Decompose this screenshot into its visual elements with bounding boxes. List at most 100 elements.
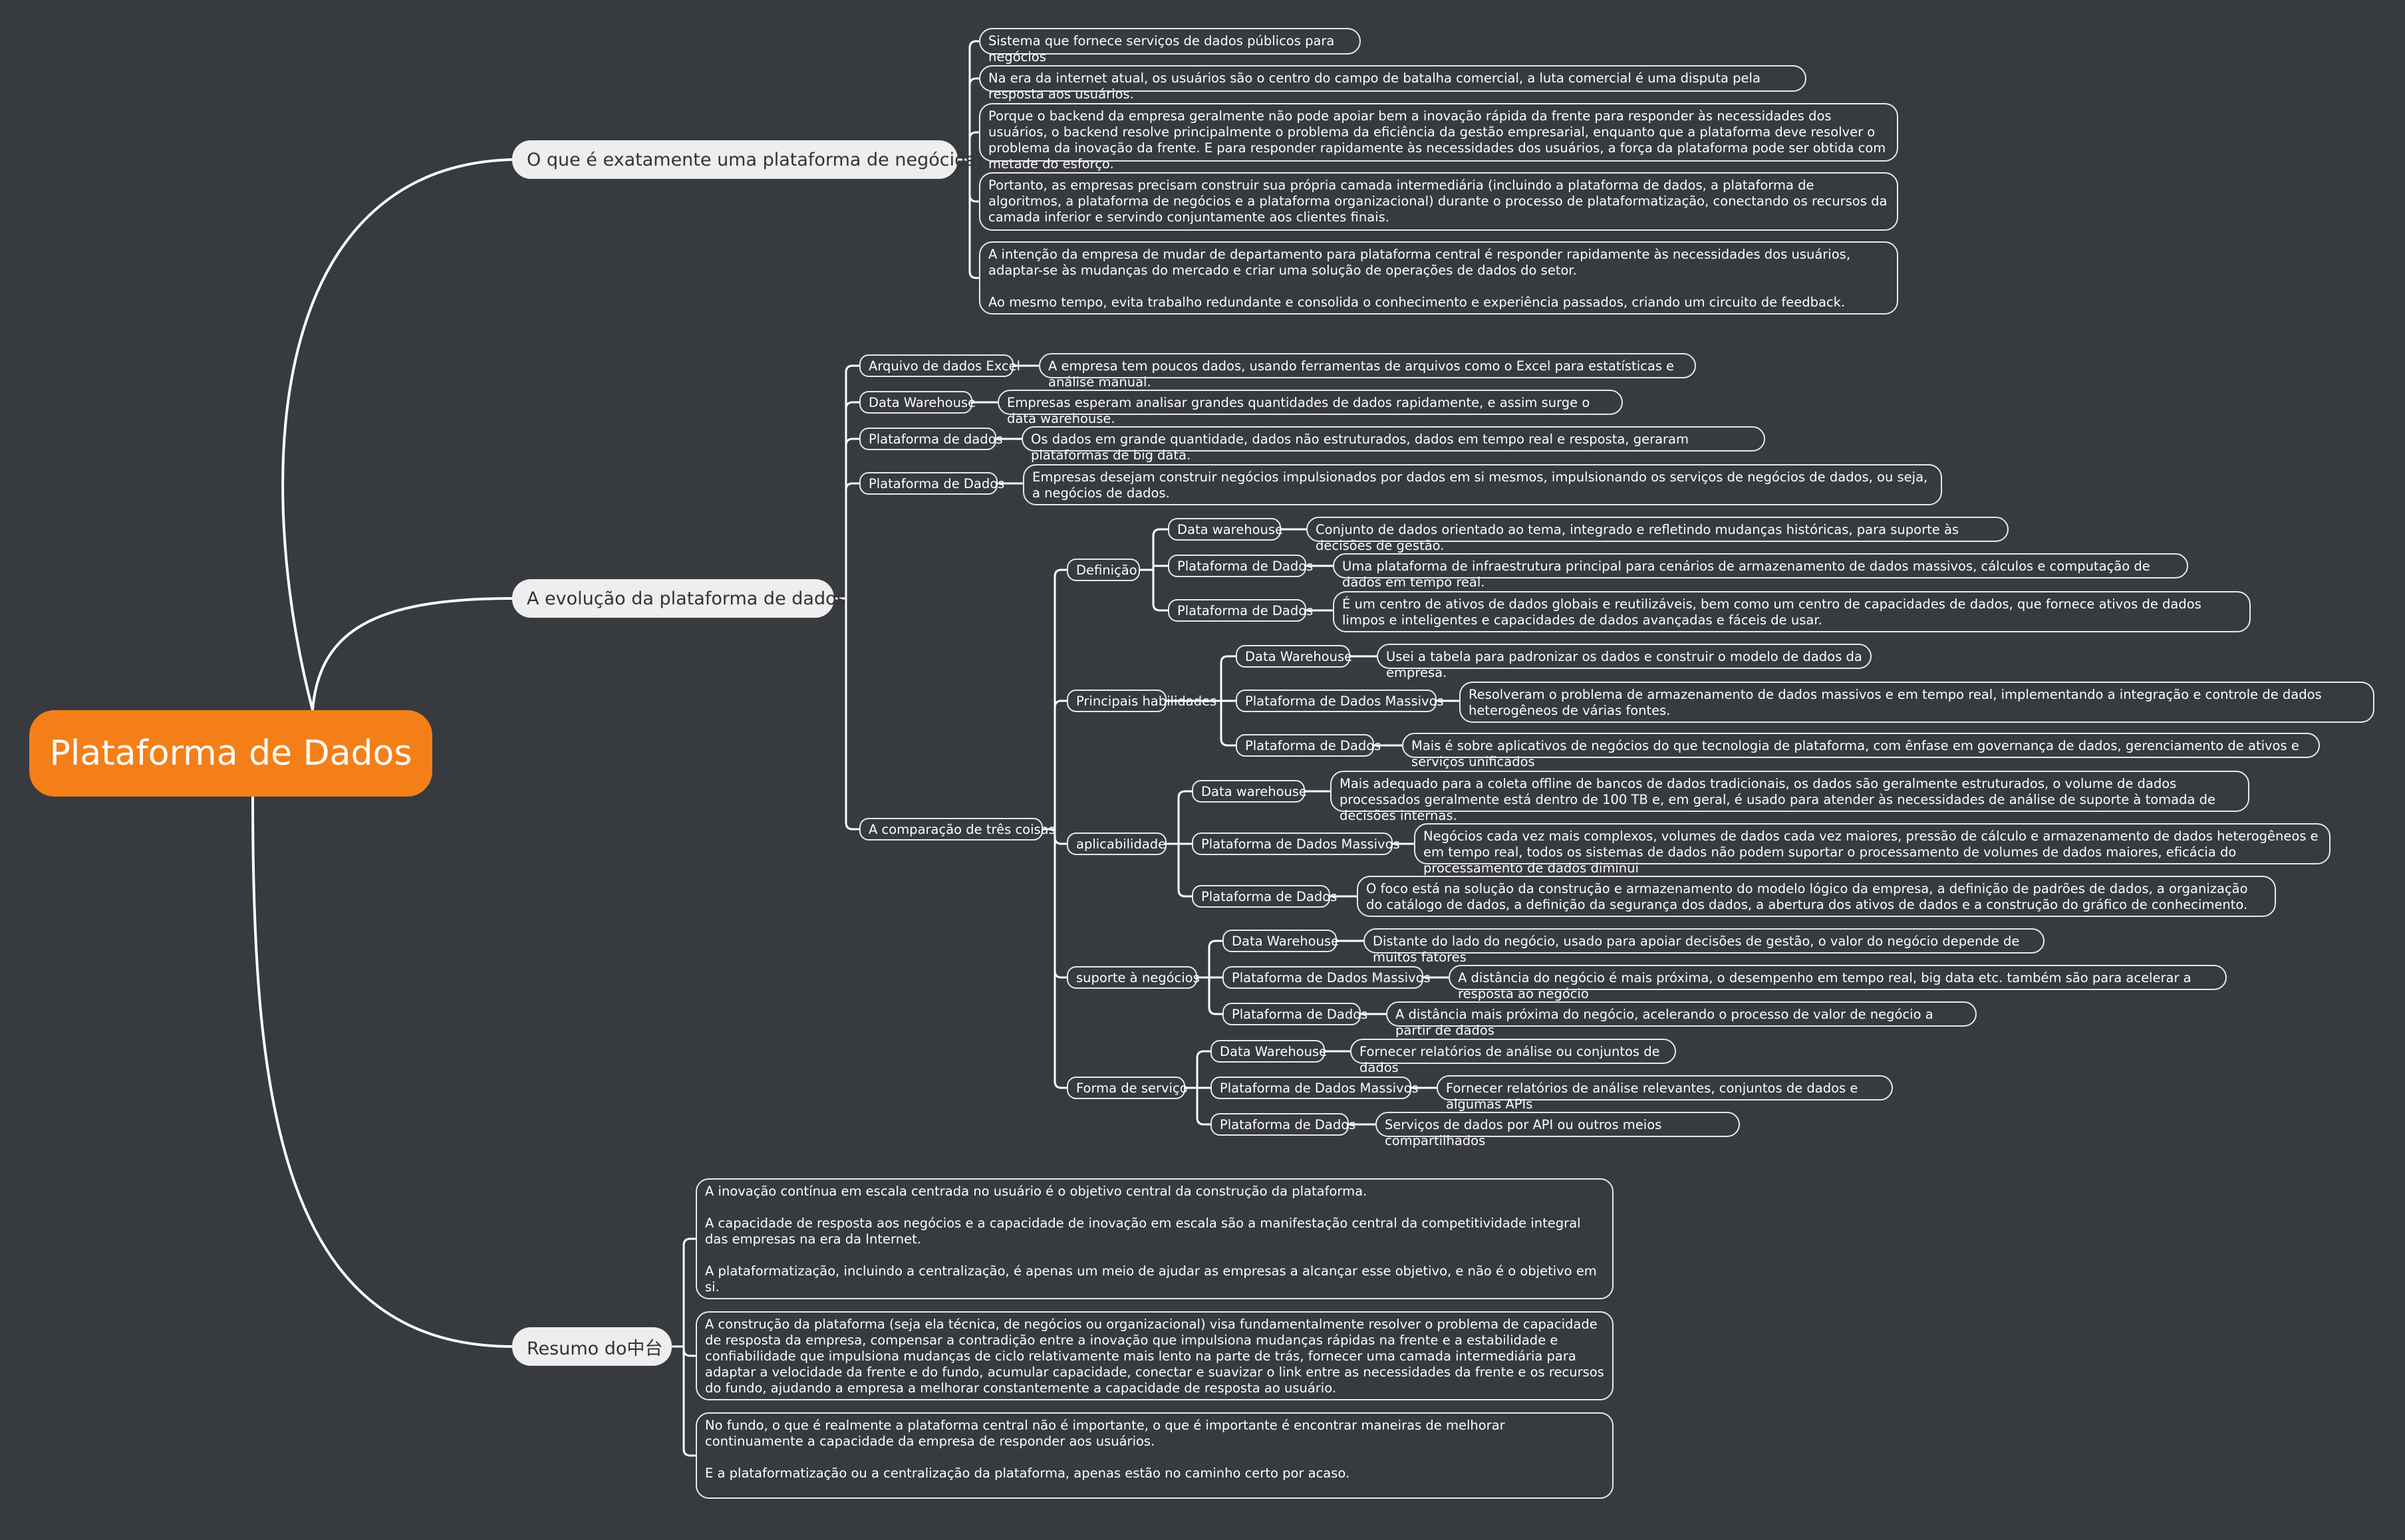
group-item[interactable]: Data Warehouse: [1222, 930, 1339, 952]
topic-what-is-business-platform[interactable]: O que é exatamente uma plataforma de neg…: [512, 140, 984, 179]
note-line: Fornecer relatórios de análise ou conjun…: [1359, 1044, 1660, 1075]
stage-desc[interactable]: Os dados em grande quantidade, dados não…: [1022, 426, 1765, 463]
group-item[interactable]: Data warehouse: [1192, 780, 1307, 803]
item-desc[interactable]: Conjunto de dados orientado ao tema, int…: [1306, 517, 2009, 553]
group-item[interactable]: Data warehouse: [1168, 518, 1283, 541]
stage-node[interactable]: Plataforma de dados: [859, 428, 1003, 450]
link-topic1-notes: [968, 194, 979, 203]
link-root-topic1: [281, 158, 513, 711]
link-group-items: [1220, 738, 1236, 747]
group-item[interactable]: Plataforma de Dados: [1192, 885, 1337, 908]
group-item[interactable]: Data Warehouse: [1210, 1040, 1327, 1063]
stage-node[interactable]: Plataforma de Dados: [859, 472, 1004, 495]
group-item[interactable]: Data Warehouse: [1236, 645, 1352, 668]
note-line: E a plataformatização ou a centralização…: [705, 1466, 1350, 1481]
topic1-note[interactable]: Portanto, as empresas precisam construir…: [979, 172, 1898, 231]
link-group-items: [1177, 790, 1192, 799]
note-line: Os dados em grande quantidade, dados não…: [1031, 432, 1689, 463]
link-comparison-groups: [1054, 569, 1067, 577]
note-line: Negócios cada vez mais complexos, volume…: [1423, 829, 2319, 876]
link-group-items: [1208, 940, 1222, 948]
stage-desc[interactable]: Empresas desejam construir negócios impu…: [1023, 464, 1942, 505]
note-line: É um centro de ativos de dados globais e…: [1342, 596, 2201, 628]
link-group-items: [1152, 528, 1168, 537]
group-definition[interactable]: Definição: [1067, 559, 1140, 581]
item-desc[interactable]: Serviços de dados por API ou outros meio…: [1375, 1112, 1740, 1148]
topic1-note[interactable]: Na era da internet atual, os usuários sã…: [979, 65, 1806, 102]
link-group-items: [1220, 655, 1236, 664]
note-line: No fundo, o que é realmente a plataforma…: [705, 1418, 1505, 1449]
note-line: Distante do lado do negócio, usado para …: [1373, 934, 2020, 965]
link-comparison-groups: [1054, 836, 1067, 845]
stage-desc[interactable]: Empresas esperam analisar grandes quanti…: [998, 390, 1623, 426]
group-business-support[interactable]: suporte à negócios: [1067, 966, 1200, 989]
summary-note[interactable]: A inovação contínua em escala centrada n…: [696, 1178, 1614, 1299]
link-topic1-notes: [968, 271, 979, 279]
group-applicability[interactable]: aplicabilidade: [1067, 833, 1167, 855]
note-line: Fornecer relatórios de análise relevante…: [1446, 1081, 1858, 1112]
topic1-note[interactable]: Porque o backend da empresa geralmente n…: [979, 103, 1898, 172]
group-item[interactable]: Plataforma de Dados: [1210, 1113, 1355, 1136]
group-item[interactable]: Plataforma de Dados: [1168, 599, 1313, 622]
comparison-node[interactable]: A comparação de três coisas: [859, 818, 1056, 840]
group-item[interactable]: Plataforma de Dados Massivos: [1236, 690, 1444, 712]
stage-desc[interactable]: A empresa tem poucos dados, usando ferra…: [1039, 353, 1696, 390]
note-line: Porque o backend da empresa geralmente n…: [988, 108, 1886, 172]
link-topic2-children: [845, 438, 859, 446]
note-line: Mais é sobre aplicativos de negócios do …: [1411, 738, 2299, 769]
group-item[interactable]: Plataforma de Dados: [1168, 555, 1313, 577]
note-line: Ao mesmo tempo, evita trabalho redundant…: [988, 295, 1846, 310]
note-line: Conjunto de dados orientado ao tema, int…: [1316, 522, 1959, 553]
note-line: A inovação contínua em escala centrada n…: [705, 1184, 1367, 1199]
group-item[interactable]: Plataforma de Dados: [1236, 734, 1381, 757]
note-line: Resolveram o problema de armazenamento d…: [1469, 687, 2322, 718]
link-topic1-notes: [968, 131, 979, 140]
item-desc[interactable]: Uma plataforma de infraestrutura princip…: [1333, 553, 2188, 590]
stage-node[interactable]: Arquivo de dados Excel: [859, 354, 1020, 377]
item-desc[interactable]: A distância do negócio é mais próxima, o…: [1449, 965, 2227, 1001]
link-topic2-children: [845, 364, 859, 373]
note-line: Usei a tabela para padronizar os dados e…: [1386, 649, 1862, 680]
group-item[interactable]: Plataforma de Dados Massivos: [1210, 1077, 1419, 1099]
note-line: Mais adequado para a coleta offline de b…: [1340, 776, 2216, 823]
item-desc[interactable]: Negócios cada vez mais complexos, volume…: [1414, 823, 2331, 876]
note-line: A distância do negócio é mais próxima, o…: [1458, 970, 2192, 1001]
link-topic3-notes: [682, 1448, 696, 1457]
summary-note[interactable]: A construção da plataforma (seja ela téc…: [696, 1311, 1614, 1400]
item-desc[interactable]: Distante do lado do negócio, usado para …: [1363, 928, 2045, 965]
link-comparison-groups: [1054, 700, 1067, 708]
link-topic1-notes: [968, 40, 979, 49]
item-desc[interactable]: Fornecer relatórios de análise relevante…: [1437, 1075, 1893, 1112]
note-line: A distância mais próxima do negócio, ace…: [1395, 1007, 1933, 1038]
note-line: Sistema que fornece serviços de dados pú…: [988, 33, 1335, 64]
topic-evolution[interactable]: A evolução da plataforma de dados: [512, 579, 846, 618]
note-line: A capacidade de resposta aos negócios e …: [705, 1216, 1581, 1247]
item-desc[interactable]: A distância mais próxima do negócio, ace…: [1386, 1001, 1977, 1038]
item-desc[interactable]: Resolveram o problema de armazenamento d…: [1459, 682, 2374, 723]
group-item[interactable]: Plataforma de Dados Massivos: [1192, 833, 1400, 855]
topic1-note[interactable]: Sistema que fornece serviços de dados pú…: [979, 28, 1361, 64]
item-desc[interactable]: O foco está na solução da construção e a…: [1357, 876, 2276, 917]
group-service-form[interactable]: Forma de serviço: [1067, 1077, 1188, 1099]
link-topic1-notes: [968, 77, 979, 86]
note-line: A plataformatização, incluindo a central…: [705, 1263, 1597, 1295]
link-root-topic2: [311, 597, 513, 711]
note-line: Empresas desejam construir negócios impu…: [1032, 469, 1928, 501]
group-item[interactable]: Plataforma de Dados: [1222, 1003, 1367, 1025]
item-desc[interactable]: Mais é sobre aplicativos de negócios do …: [1402, 733, 2320, 769]
root-node[interactable]: Plataforma de Dados: [29, 710, 432, 797]
topic-summary[interactable]: Resumo do中台: [512, 1327, 672, 1366]
group-item[interactable]: Plataforma de Dados Massivos: [1222, 966, 1431, 989]
note-line: Empresas esperam analisar grandes quanti…: [1007, 395, 1590, 426]
item-desc[interactable]: Usei a tabela para padronizar os dados e…: [1377, 644, 1872, 680]
item-desc[interactable]: É um centro de ativos de dados globais e…: [1333, 591, 2251, 632]
group-skills[interactable]: Principais habilidades: [1067, 690, 1216, 712]
summary-note[interactable]: No fundo, o que é realmente a plataforma…: [696, 1412, 1614, 1499]
item-desc[interactable]: Mais adequado para a coleta offline de b…: [1330, 771, 2249, 823]
stage-node[interactable]: Data Warehouse: [859, 391, 976, 414]
item-desc[interactable]: Fornecer relatórios de análise ou conjun…: [1350, 1039, 1676, 1075]
topic1-note[interactable]: A intenção da empresa de mudar de depart…: [979, 241, 1898, 315]
link-topic2-children: [845, 822, 859, 831]
note-line: A intenção da empresa de mudar de depart…: [988, 247, 1851, 278]
